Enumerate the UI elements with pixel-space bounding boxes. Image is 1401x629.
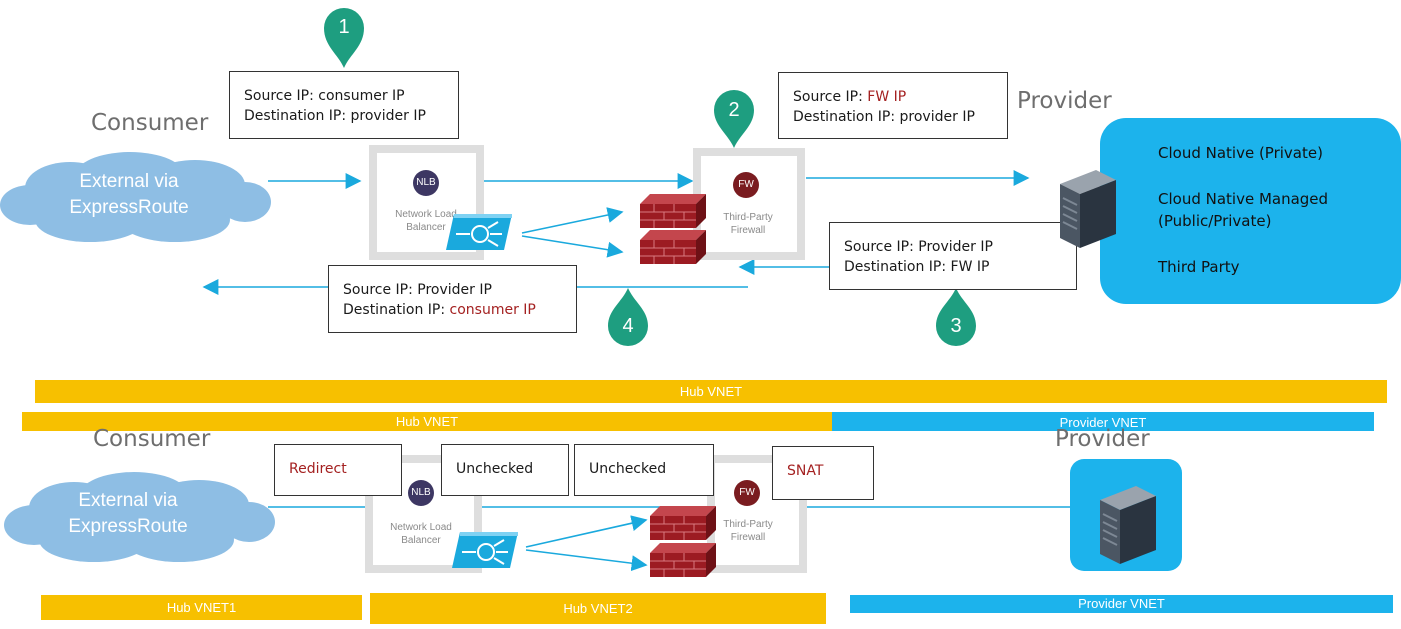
step-pin-3 <box>936 288 976 346</box>
step-pin-1 <box>324 8 364 68</box>
fw-caption: Third-Party Firewall <box>703 211 793 237</box>
provider-label: Provider <box>1017 88 1112 114</box>
redirect-box: Redirect <box>274 444 402 496</box>
cloud-line2-bottom: ExpressRoute <box>68 516 188 537</box>
info-box-3: Source IP: Provider IP Destination IP: F… <box>829 222 1077 290</box>
firewall-icon-upper <box>640 194 706 228</box>
fw-caption-bottom: Third-Party Firewall <box>703 518 793 544</box>
info-box-3-source: Source IP: Provider IP <box>844 239 993 255</box>
fw-badge: FW <box>733 172 759 198</box>
nlb-caption-bottom-line2: Balancer <box>401 535 441 546</box>
consumer-label-bottom: Consumer <box>93 426 211 452</box>
step-pin-4 <box>608 288 648 346</box>
arrow-lb-to-fw-upper-bottom <box>525 515 648 548</box>
step-number-1: 1 <box>338 16 350 38</box>
service-cloud-native-managed: Cloud Native Managed <box>1158 190 1329 208</box>
info-box-1-destination: Destination IP: provider IP <box>244 108 426 124</box>
firewall-icon-lower-bottom <box>650 543 716 577</box>
nlb-caption-bottom: Network Load Balancer <box>376 521 466 547</box>
service-cloud-native-managed-scope: (Public/Private) <box>1158 212 1272 230</box>
fw-caption-line1: Third-Party <box>723 212 773 223</box>
unchecked-box-1: Unchecked <box>441 444 569 496</box>
cloud-shape <box>0 152 271 242</box>
info-box-4-destination: Destination IP: consumer IP <box>343 302 536 318</box>
fw-caption-line2: Firewall <box>730 225 766 236</box>
provider-label-bottom: Provider <box>1055 426 1150 452</box>
nlb-caption-bottom-line1: Network Load <box>390 522 452 533</box>
server-icon-bottom <box>1100 486 1156 564</box>
cloud-line2: ExpressRoute <box>69 197 189 218</box>
nlb-caption-line2: Balancer <box>406 222 446 233</box>
server-icon <box>1060 170 1116 248</box>
provider-services-panel <box>1100 118 1401 304</box>
step-number-3: 3 <box>950 315 962 337</box>
fw-caption-bottom-line2: Firewall <box>730 532 766 543</box>
provider-services-list: Cloud Native (Private) Cloud Native Mana… <box>1158 142 1328 278</box>
load-balancer-icon <box>446 214 512 250</box>
cloud-label-bottom: External via ExpressRoute <box>33 488 223 540</box>
hub-vnet-band: Hub VNET <box>22 412 832 431</box>
info-box-3-destination: Destination IP: FW IP <box>844 259 990 275</box>
service-third-party: Third Party <box>1158 258 1240 276</box>
nlb-caption: Network Load Balancer <box>381 208 471 234</box>
cloud-shape-bottom <box>4 472 275 562</box>
info-box-2-source: Source IP: FW IP <box>793 89 907 105</box>
consumer-label: Consumer <box>91 110 209 136</box>
hub-vnet-band-full: Hub VNET <box>35 380 1387 403</box>
firewall-icon-upper-bottom <box>650 506 716 540</box>
nlb-badge: NLB <box>413 170 439 196</box>
hub-vnet1-band: Hub VNET1 <box>41 595 362 620</box>
info-box-2-destination: Destination IP: provider IP <box>793 109 975 125</box>
firewall-icon-lower <box>640 230 706 264</box>
nlb-badge-bottom: NLB <box>408 480 434 506</box>
provider-vnet-band: Provider VNET <box>832 412 1374 431</box>
provider-vnet-band-bottom: Provider VNET <box>850 595 1393 613</box>
cloud-label: External via ExpressRoute <box>34 169 224 221</box>
hub-vnet2-band: Hub VNET2 <box>370 593 826 624</box>
fw-badge-bottom: FW <box>734 480 760 506</box>
nlb-caption-line1: Network Load <box>395 209 457 220</box>
unchecked-box-2: Unchecked <box>574 444 714 496</box>
fw-frame <box>693 148 805 260</box>
snat-box: SNAT <box>772 446 874 500</box>
load-balancer-icon-bottom <box>452 532 518 568</box>
fw-caption-bottom-line1: Third-Party <box>723 519 773 530</box>
info-box-4: Source IP: Provider IP Destination IP: c… <box>328 265 577 333</box>
step-number-4: 4 <box>622 315 634 337</box>
service-cloud-native-private: Cloud Native (Private) <box>1158 144 1323 162</box>
step-number-2: 2 <box>728 99 740 121</box>
arrow-lb-to-fw-lower <box>521 235 624 258</box>
info-box-4-source: Source IP: Provider IP <box>343 282 492 298</box>
info-box-1-source: Source IP: consumer IP <box>244 88 405 104</box>
arrow-lb-to-fw-upper <box>521 207 624 234</box>
info-box-2: Source IP: FW IP Destination IP: provide… <box>778 72 1008 139</box>
step-pin-2 <box>714 90 754 148</box>
cloud-line1-bottom: External via <box>78 490 178 511</box>
arrow-lb-to-fw-lower-bottom <box>525 549 648 572</box>
cloud-line1: External via <box>79 171 179 192</box>
info-box-1: Source IP: consumer IP Destination IP: p… <box>229 71 459 139</box>
